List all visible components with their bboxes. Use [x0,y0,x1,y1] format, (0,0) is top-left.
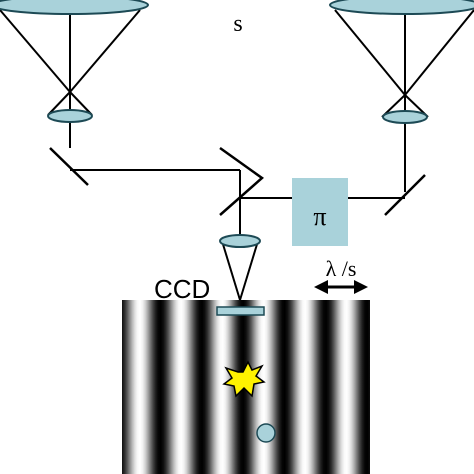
left-telescope [0,9,141,148]
right-fold-mirror [384,174,426,216]
fold-mirrors [49,146,426,216]
focus-ray-left [221,240,241,301]
phase-shifter-label: π [313,202,326,231]
focus-ray-right [239,240,259,301]
right-collimating-lens [382,110,428,124]
bright-source-flash-icon [222,360,266,398]
beam-combiner [219,146,265,216]
spacing-arrowhead-left [314,280,328,294]
left-telescope-ray-1 [0,9,71,93]
faint-source-dot-icon [256,423,276,443]
fringe-spacing-arrow [314,280,368,294]
focusing-cone [221,240,259,301]
right-primary-mirror [329,0,474,15]
left-telescope-ray-3 [47,91,71,116]
ccd-label: CCD [154,274,210,304]
fringe-spacing-label: λ /s [326,256,357,281]
right-telescope-ray-2 [404,9,474,96]
ccd-detector-overlay [216,306,265,316]
left-fold-mirror [49,147,89,186]
phase-shifter-box [292,178,348,246]
left-telescope-ray-4 [69,91,93,116]
left-collimating-lens [47,109,93,123]
right-telescope-ray-1 [334,9,406,96]
focusing-lens [219,234,261,248]
left-telescope-ray-2 [69,9,141,93]
right-telescope [334,9,474,192]
baseline-label: s [233,11,242,37]
left-primary-mirror [0,0,149,15]
spacing-arrowhead-right [354,280,368,294]
beam-paths [70,169,405,238]
